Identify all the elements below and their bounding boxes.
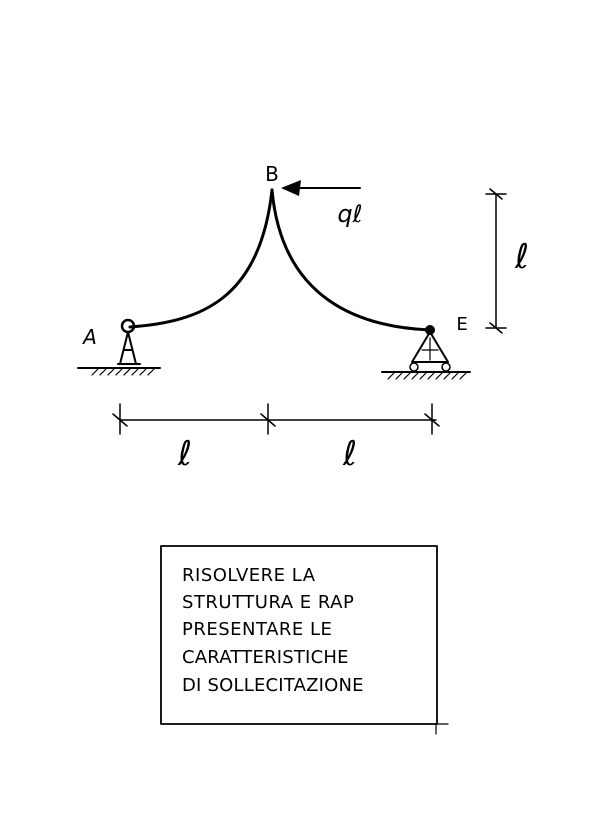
task-note-box: RISOLVERE LA STRUTTURA E RAP PRESENTARE … — [160, 545, 449, 735]
note-line-1: RISOLVERE LA — [182, 565, 316, 586]
label-e: E — [456, 314, 467, 335]
label-a: A — [81, 325, 97, 349]
load-label: qℓ — [337, 200, 362, 228]
label-b: B — [265, 162, 279, 186]
span-label-right: ℓ — [342, 434, 357, 474]
arch-left — [128, 188, 274, 329]
note-line-5: DI SOLLECITAZIONE — [182, 675, 364, 696]
arch-right — [270, 188, 432, 332]
span-dimension — [112, 403, 440, 435]
note-line-3: PRESENTARE LE — [182, 619, 332, 640]
height-dimension — [485, 188, 507, 334]
height-label: ℓ — [514, 237, 529, 277]
roller-support-e — [381, 325, 471, 380]
load-arrow — [281, 180, 361, 196]
note-line-2: STRUTTURA E RAP — [182, 592, 354, 613]
pin-support-a — [77, 318, 161, 376]
note-line-4: CARATTERISTICHE — [182, 647, 349, 668]
span-label-left: ℓ — [177, 434, 192, 474]
